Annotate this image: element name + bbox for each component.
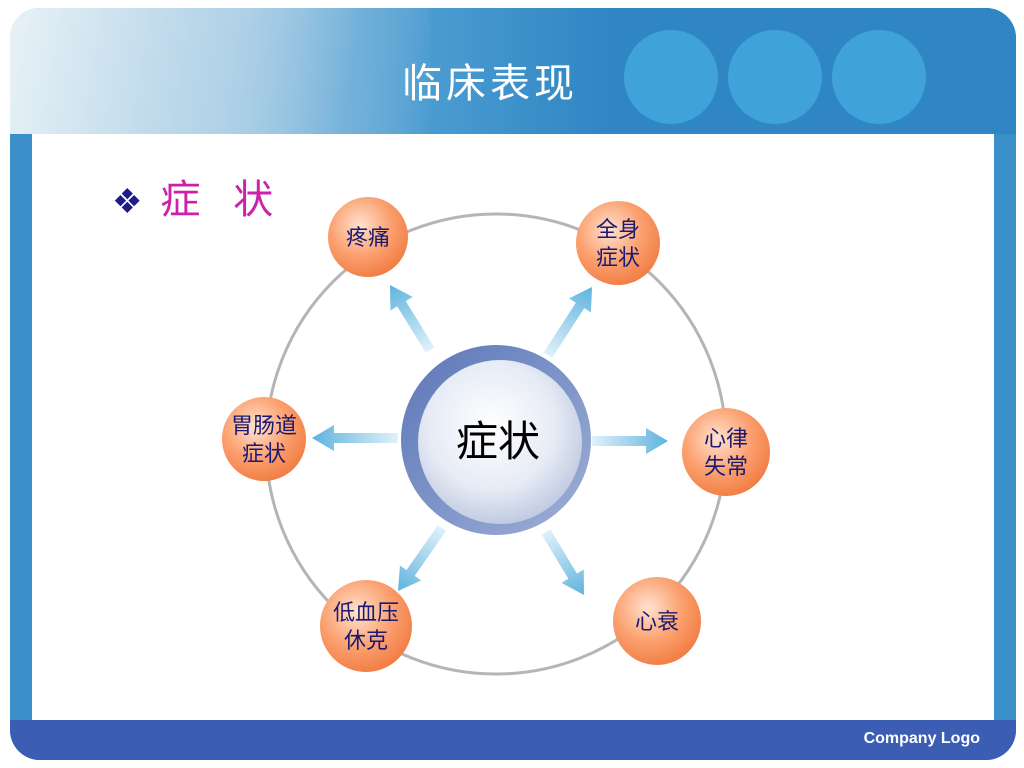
left-bar — [10, 134, 32, 734]
node-label: 症状 — [596, 246, 640, 271]
node-pain: 疼痛 — [328, 197, 408, 277]
surgery-photo — [10, 8, 430, 134]
slide-title: 临床表现 — [402, 61, 578, 107]
decor-circle-1 — [624, 30, 718, 124]
node-label: 胃肠道 — [231, 414, 297, 439]
decor-circle-2 — [728, 30, 822, 124]
center-label: 症状 — [456, 417, 540, 466]
node-label: 心衰 — [635, 610, 679, 635]
node-heart-failure: 心衰 — [613, 577, 701, 665]
decor-circle-3 — [832, 30, 926, 124]
center-circle — [418, 360, 582, 524]
node-label: 失常 — [704, 455, 748, 480]
arrow-pain — [389, 284, 435, 353]
node-label: 心律 — [704, 427, 748, 452]
arrow-gi — [312, 425, 398, 451]
bullet-text: 症 状 — [160, 177, 284, 223]
arrow-heart-failure — [541, 529, 585, 596]
arrow-hypotension — [397, 525, 447, 592]
node-label: 休克 — [344, 629, 388, 654]
node-circle — [320, 580, 412, 672]
node-label: 低血压 — [333, 601, 399, 626]
diamond-bullet-icon: ❖ — [112, 182, 143, 222]
slide-footer: Company Logo — [10, 720, 1016, 760]
node-circle — [613, 577, 701, 665]
company-logo: Company Logo — [863, 730, 980, 747]
bullet-heading: ❖ 症 状 — [112, 168, 283, 234]
arrow-systemic — [543, 287, 592, 358]
arrow-arrhythmia — [592, 428, 668, 454]
node-circle — [328, 197, 408, 277]
node-circle — [576, 201, 660, 285]
node-circle — [222, 397, 306, 481]
node-label: 疼痛 — [346, 226, 390, 251]
node-label: 全身 — [596, 218, 640, 243]
slide-header: 临床表现 — [10, 8, 1016, 134]
node-circle — [682, 408, 770, 496]
node-label: 症状 — [242, 442, 286, 467]
